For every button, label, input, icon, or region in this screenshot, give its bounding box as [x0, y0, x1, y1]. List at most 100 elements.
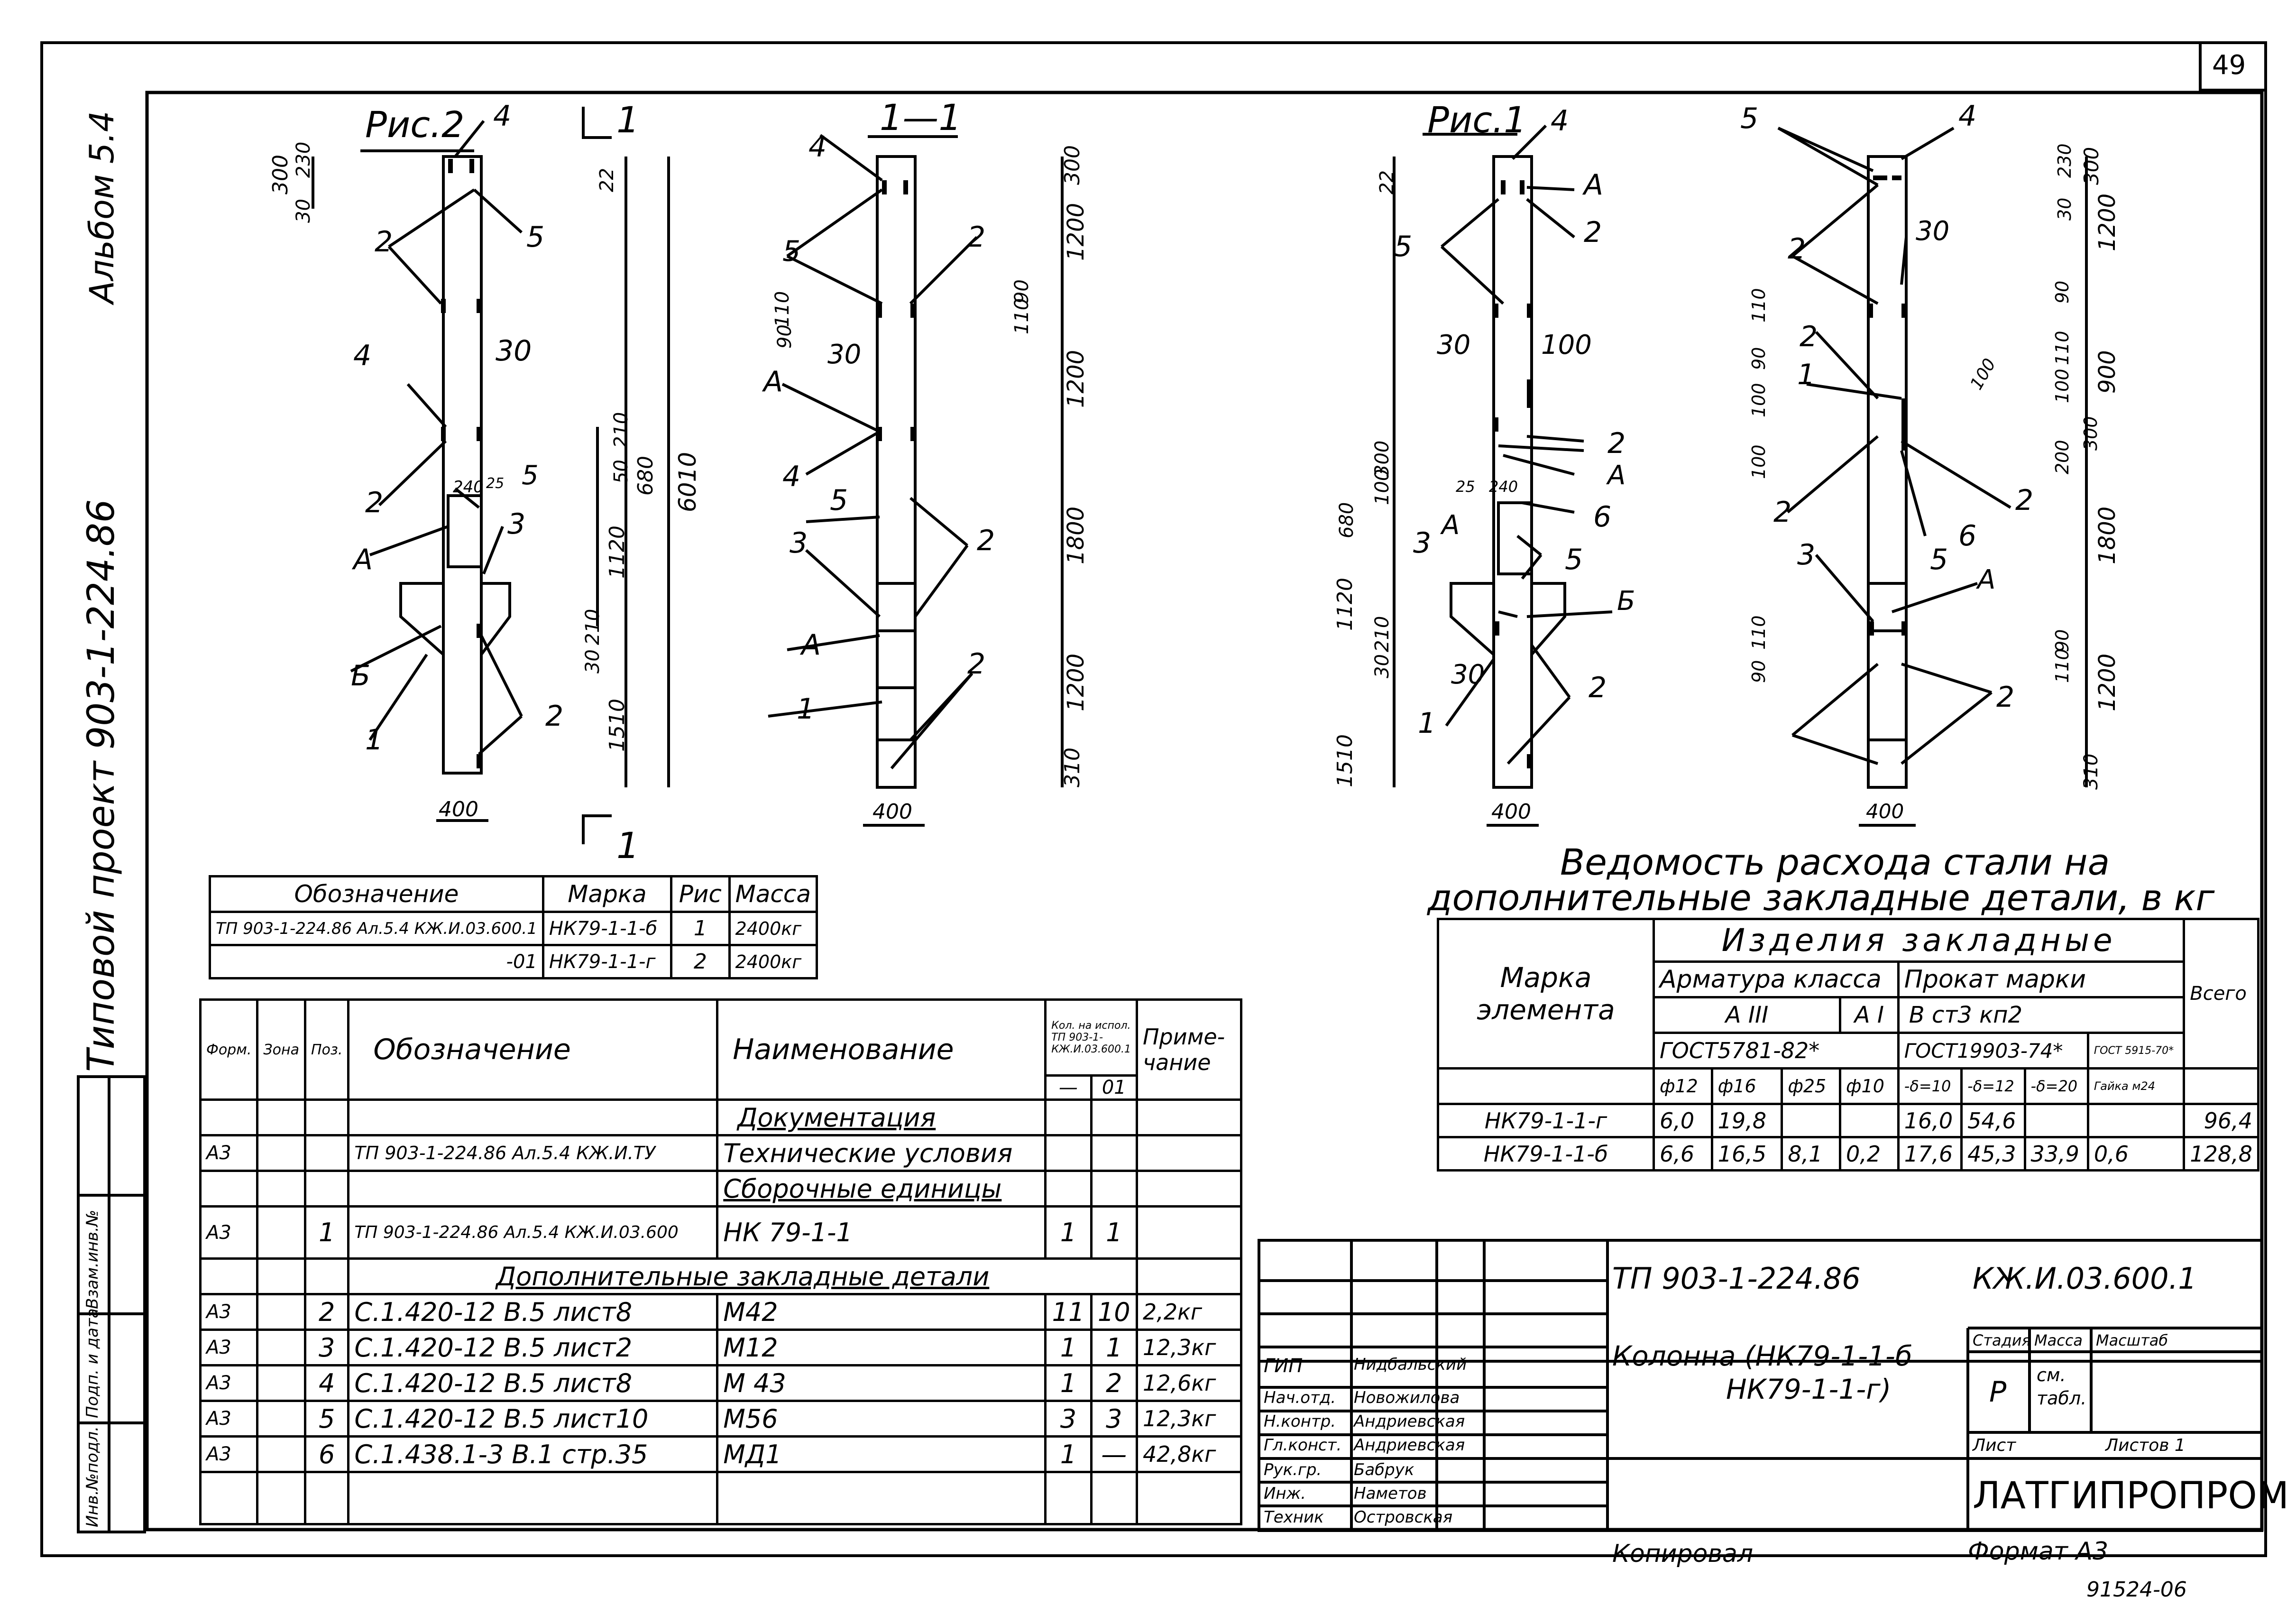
fig1b-label: 3 [1797, 538, 1816, 572]
spec-qb: 2 [1090, 1364, 1138, 1402]
sec-dim: 1200 [1063, 203, 1089, 261]
section-mark-top: 1 [616, 99, 640, 141]
spec-format: А3 [199, 1435, 259, 1473]
table-row: А3 ТП 903-1-224.86 Ал.5.4 КЖ.И.ТУ Технич… [199, 1134, 1243, 1172]
footer-format: Формат А3 [1968, 1537, 2109, 1566]
fig2-label: Б [351, 659, 371, 692]
fig1-label: 4 [1551, 104, 1569, 138]
fig1b-dim: 110 [2052, 648, 2073, 683]
fig1b-label: 2 [1773, 496, 1792, 529]
fig1b-dim: 110 [1748, 288, 1769, 323]
fig1-label: 5 [1565, 543, 1583, 576]
mark-table-header: Масса [728, 875, 818, 913]
mark-mass: 2400кг [728, 911, 818, 946]
spec-qb: 1 [1090, 1205, 1138, 1260]
fig2-dim: 50 [610, 460, 632, 484]
inner-frame [145, 91, 2264, 1532]
fig1-dim: 100 [1371, 469, 1393, 505]
spec-h-name: Наименование [716, 998, 1047, 1101]
fig2-column [312, 107, 670, 844]
fig1-label: Б [1617, 586, 1635, 617]
fig1b-dim: 900 [2094, 350, 2121, 394]
spec-qa: 1 [1044, 1205, 1093, 1260]
spec-qa: 1 [1044, 1364, 1093, 1402]
fig2-dim: 22 [596, 168, 618, 192]
spec-name: НК 79-1-1 [716, 1205, 1047, 1260]
tb-mass-h: Масса [2034, 1331, 2083, 1349]
mark-fig: 2 [670, 944, 731, 979]
fig1-dim: 1510 [1333, 734, 1357, 787]
spec-qa: 3 [1044, 1400, 1093, 1438]
steel-title-2: дополнительные закладные детали, в кг [1427, 877, 2215, 919]
fig1b-dim: 90 [1748, 660, 1769, 683]
spec-note: 12,6кг [1135, 1364, 1243, 1402]
table-row: ТП 903-1-224.86 Ал.5.4 КЖ.И.03.600.1 НК7… [209, 911, 818, 946]
spec-designation: С.1.420-12 В.5 лист2 [347, 1329, 719, 1366]
tb-person: Нидбальский [1354, 1355, 1467, 1374]
tb-name-2: НК79-1-1-г) [1726, 1373, 1892, 1405]
section-mark-bottom: 1 [616, 824, 640, 867]
sec-label: А [801, 628, 821, 662]
steel-h-a1: А I [1839, 996, 1900, 1034]
tb-role: Нач.отд. [1264, 1388, 1336, 1407]
sec-label: 4 [782, 460, 801, 493]
spec-section-parts: Дополнительные закладные детали [347, 1257, 1138, 1295]
steel-col: Гайка м24 [2086, 1067, 2186, 1105]
left-stamp-strip [77, 1075, 146, 1533]
spec-pos: 4 [303, 1364, 350, 1402]
tb-sheet-h: Лист [1973, 1436, 2016, 1455]
fig1-label: 5 [1394, 230, 1413, 263]
fig1-side-column [1777, 127, 2088, 827]
table-row: НК79-1-1-б 6,6 16,5 8,1 0,2 17,6 45,3 33… [1437, 1136, 2259, 1172]
spec-qa: 1 [1044, 1329, 1093, 1366]
spec-h-pos: Поз. [303, 998, 350, 1101]
sec-label: 2 [967, 221, 986, 254]
steel-total: 96,4 [2183, 1103, 2259, 1138]
fig1b-dim: 1200 [2094, 653, 2121, 711]
sec-dim: 400 [872, 800, 912, 824]
spec-format: А3 [199, 1364, 259, 1402]
fig2-label: 2 [375, 225, 393, 258]
steel-mark: НК79-1-1-б [1437, 1136, 1655, 1172]
sec-dim: 1800 [1063, 506, 1089, 564]
steel-cell: 16,0 [1897, 1103, 1963, 1138]
steel-col: ф16 [1710, 1067, 1783, 1105]
fig1b-label: 4 [1958, 100, 1977, 133]
steel-h-rebar: Арматура класса [1653, 960, 1900, 998]
sec-label: 30 [827, 339, 862, 370]
fig1b-dim: 310 [2080, 753, 2102, 790]
fig1-label: 2 [1584, 216, 1602, 249]
fig2-dim: 1510 [605, 699, 629, 752]
spec-pos: 6 [303, 1435, 350, 1473]
table-row: А3 6 С.1.438.1-3 В.1 стр.35 МД1 1 — 42,8… [199, 1435, 1243, 1473]
spec-qb: 10 [1090, 1293, 1138, 1331]
mark-code: НК79-1-1-г [542, 944, 673, 979]
fig2-label: А [353, 543, 373, 576]
spec-h-qb: 01 [1090, 1074, 1138, 1101]
steel-h-rolled: Прокат марки [1897, 960, 2186, 998]
fig2-dim: 210 [610, 412, 632, 448]
tb-code-right: КЖ.И.03.600.1 [1973, 1261, 2197, 1296]
spec-qb: — [1090, 1435, 1138, 1473]
table-row: А3 3 С.1.420-12 В.5 лист2 М12 1 1 12,3кг [199, 1329, 1243, 1366]
fig1-dim: 400 [1491, 800, 1531, 824]
tb-scale-h: Масштаб [2096, 1331, 2168, 1349]
fig2-dim: 210 [582, 609, 604, 645]
spec-note: 12,3кг [1135, 1329, 1243, 1366]
steel-col: ф10 [1839, 1067, 1900, 1105]
fig2-dim: 30 [582, 649, 604, 674]
steel-col: -δ=12 [1960, 1067, 2026, 1105]
tb-code-left: ТП 903-1-224.86 [1612, 1261, 1861, 1296]
fig2-label: 4 [353, 339, 372, 372]
fig2-label: 4 [493, 100, 512, 133]
fig1-dim: 240 [1489, 478, 1518, 496]
fig1b-label: 2 [1800, 320, 1818, 353]
fig1b-dim: 100 [2052, 369, 2073, 403]
steel-h-gost3: ГОСТ 5915-70* [2086, 1032, 2186, 1070]
spec-format: А3 [199, 1400, 259, 1438]
spec-name: МД1 [716, 1435, 1047, 1473]
spec-pos: 1 [303, 1205, 350, 1260]
fig1b-dim: 100 [1748, 444, 1769, 479]
steel-mark: НК79-1-1-г [1437, 1103, 1655, 1138]
